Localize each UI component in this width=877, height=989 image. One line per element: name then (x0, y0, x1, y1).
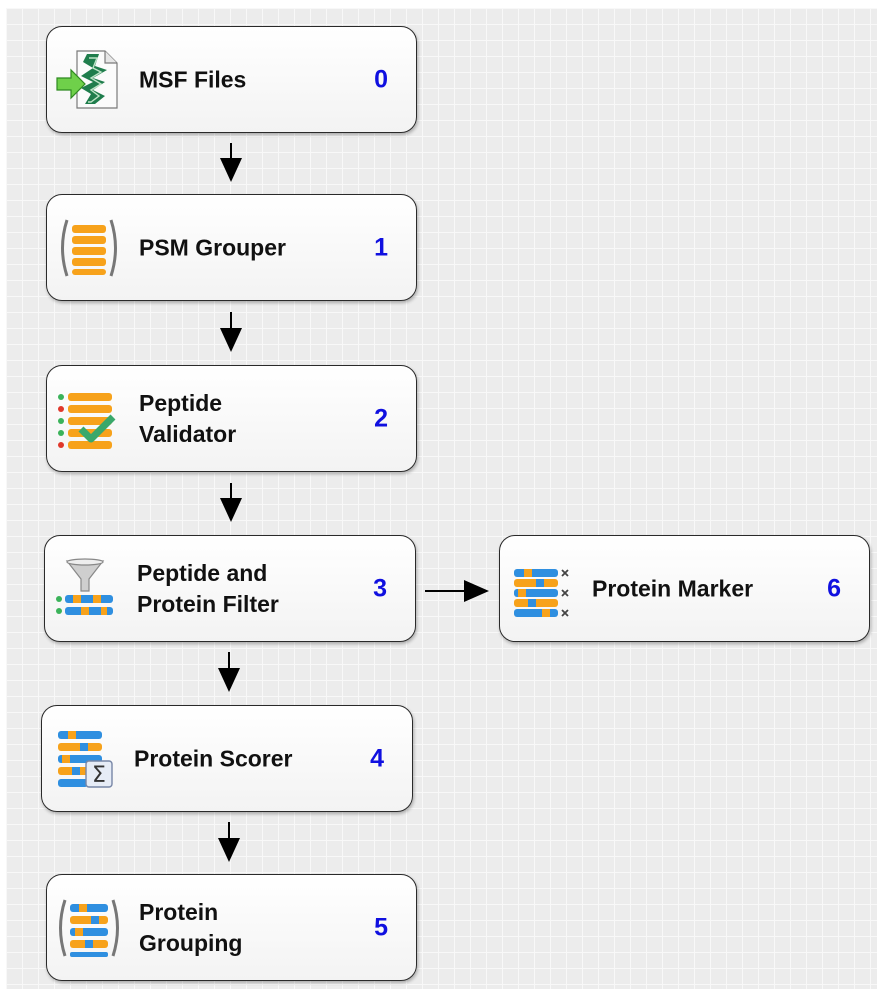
protein-grouping-icon (59, 899, 119, 957)
node-label: Protein Marker (592, 575, 754, 601)
node-psm-grouper[interactable]: PSM Grouper 1 (46, 194, 417, 301)
peptide-validator-icon (58, 392, 116, 449)
node-protein-marker[interactable]: Protein Marker 6 (499, 535, 870, 642)
workflow-canvas[interactable] (6, 8, 877, 989)
node-peptide-validator[interactable]: Peptide Validator 2 (46, 365, 417, 472)
protein-marker-icon (514, 568, 569, 617)
node-protein-scorer[interactable]: Σ Protein Scorer 4 (41, 705, 413, 812)
node-number: 4 (370, 744, 384, 772)
svg-text:Σ: Σ (92, 763, 106, 788)
node-label: Protein Scorer (134, 745, 293, 771)
node-msf-files[interactable]: MSF Files 0 (46, 26, 417, 133)
msf-files-import-icon (56, 49, 118, 109)
node-label: Peptide and Protein Filter (137, 559, 279, 617)
connector-3-4 (218, 652, 240, 692)
connector-2-3 (220, 483, 242, 522)
node-label: PSM Grouper (139, 234, 286, 260)
node-number: 5 (374, 913, 388, 941)
node-peptide-protein-filter[interactable]: Peptide and Protein Filter 3 (44, 535, 416, 642)
peptide-protein-filter-icon (56, 557, 113, 615)
node-protein-grouping[interactable]: Protein Grouping 5 (46, 874, 417, 981)
node-label: Protein Grouping (139, 898, 243, 956)
connector-0-1 (220, 143, 242, 182)
node-number: 3 (373, 574, 387, 602)
node-label: Peptide Validator (139, 389, 237, 447)
connector-4-5 (218, 822, 240, 862)
node-number: 0 (374, 65, 388, 93)
node-label: MSF Files (139, 66, 247, 92)
protein-scorer-icon: Σ (58, 730, 113, 788)
node-number: 6 (827, 574, 841, 602)
connector-3-6 (425, 580, 489, 602)
node-number: 1 (374, 233, 388, 261)
connector-1-2 (220, 312, 242, 352)
node-number: 2 (374, 404, 388, 432)
psm-grouper-icon (61, 219, 117, 276)
